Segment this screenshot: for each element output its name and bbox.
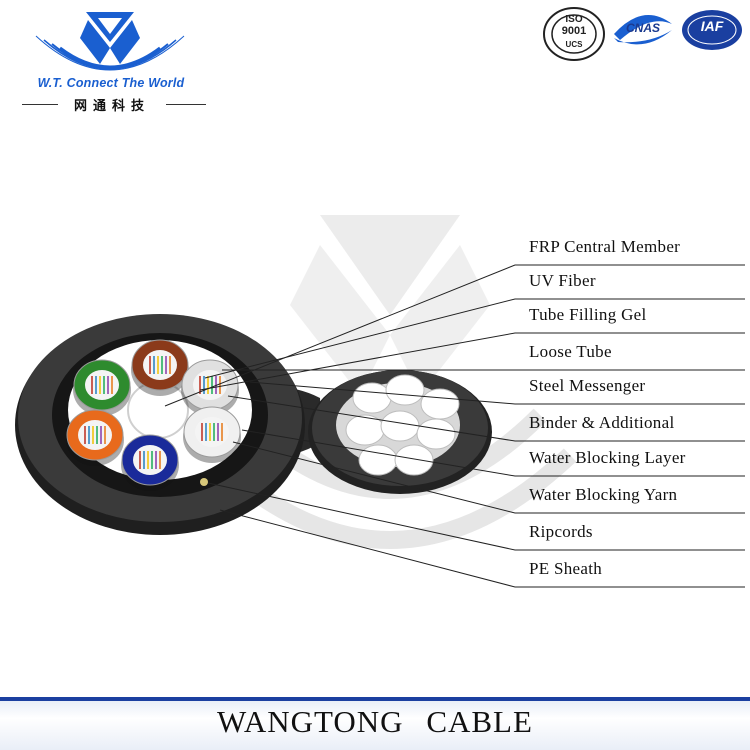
iso-body: UCS (565, 40, 583, 49)
callout-water-blocking-layer: Water Blocking Layer (529, 448, 686, 467)
steel-messenger-wire (385, 374, 425, 406)
steel-messenger-wire (420, 388, 460, 420)
tube-filling-gel (85, 370, 119, 400)
iaf-label: IAF (700, 18, 724, 34)
tube-filling-gel (195, 417, 229, 447)
cable-cross-section (15, 264, 745, 588)
tagline-rule-right (166, 104, 206, 105)
steel-messenger-wire (416, 418, 456, 450)
brand-tagline: W.T. Connect The World (37, 76, 185, 90)
loose-tube (183, 406, 241, 463)
brand-chinese-name: 网通科技 (73, 98, 150, 113)
loose-tube (131, 339, 189, 396)
loose-tube (66, 409, 124, 466)
iso-number: 9001 (561, 25, 587, 37)
footer-title: WANGTONG CABLE (217, 704, 533, 739)
tube-filling-gel (143, 350, 177, 380)
callout-steel-messenger: Steel Messenger (529, 376, 646, 395)
callout-binder-additional: Binder & Additional (529, 413, 675, 432)
loose-tube (121, 434, 179, 491)
iso-certification-badge-icon (543, 7, 605, 61)
tube-filling-gel (193, 370, 227, 400)
leader-line (199, 332, 745, 391)
cnas-badge-icon (614, 15, 672, 45)
callout-ripcords: Ripcords (529, 522, 593, 541)
leader-line (241, 429, 745, 477)
loose-tube (73, 359, 131, 416)
callout-loose-tube: Loose Tube (529, 342, 612, 361)
iaf-badge-icon (682, 10, 742, 50)
leader-line (232, 441, 745, 514)
steel-messenger-wire (352, 382, 392, 414)
company-logo-icon (35, 12, 185, 71)
iso-label: ISO (565, 14, 583, 25)
tube-filling-gel (78, 420, 112, 450)
tagline-rule-left (22, 104, 58, 105)
leader-line (207, 482, 745, 551)
loose-tube (181, 359, 239, 416)
leader-line (204, 298, 745, 379)
ripcord (200, 478, 208, 486)
callout-frp-central-member: FRP Central Member (529, 237, 681, 256)
steel-messenger-wire (358, 444, 398, 476)
cnas-label: CNAS (625, 21, 660, 35)
callout-pe-sheath: PE Sheath (529, 559, 603, 578)
tube-filling-gel (133, 445, 167, 475)
steel-messenger-wire (380, 410, 420, 442)
callout-uv-fiber: UV Fiber (529, 271, 596, 290)
leader-line (164, 264, 745, 407)
leader-line (227, 395, 745, 442)
callout-tube-filling-gel: Tube Filling Gel (529, 305, 647, 324)
steel-messenger-wire (394, 444, 434, 476)
footer-bar (0, 697, 750, 750)
leader-line (249, 381, 745, 405)
leader-line (219, 509, 745, 588)
callout-water-blocking-yarn: Water Blocking Yarn (529, 485, 678, 504)
